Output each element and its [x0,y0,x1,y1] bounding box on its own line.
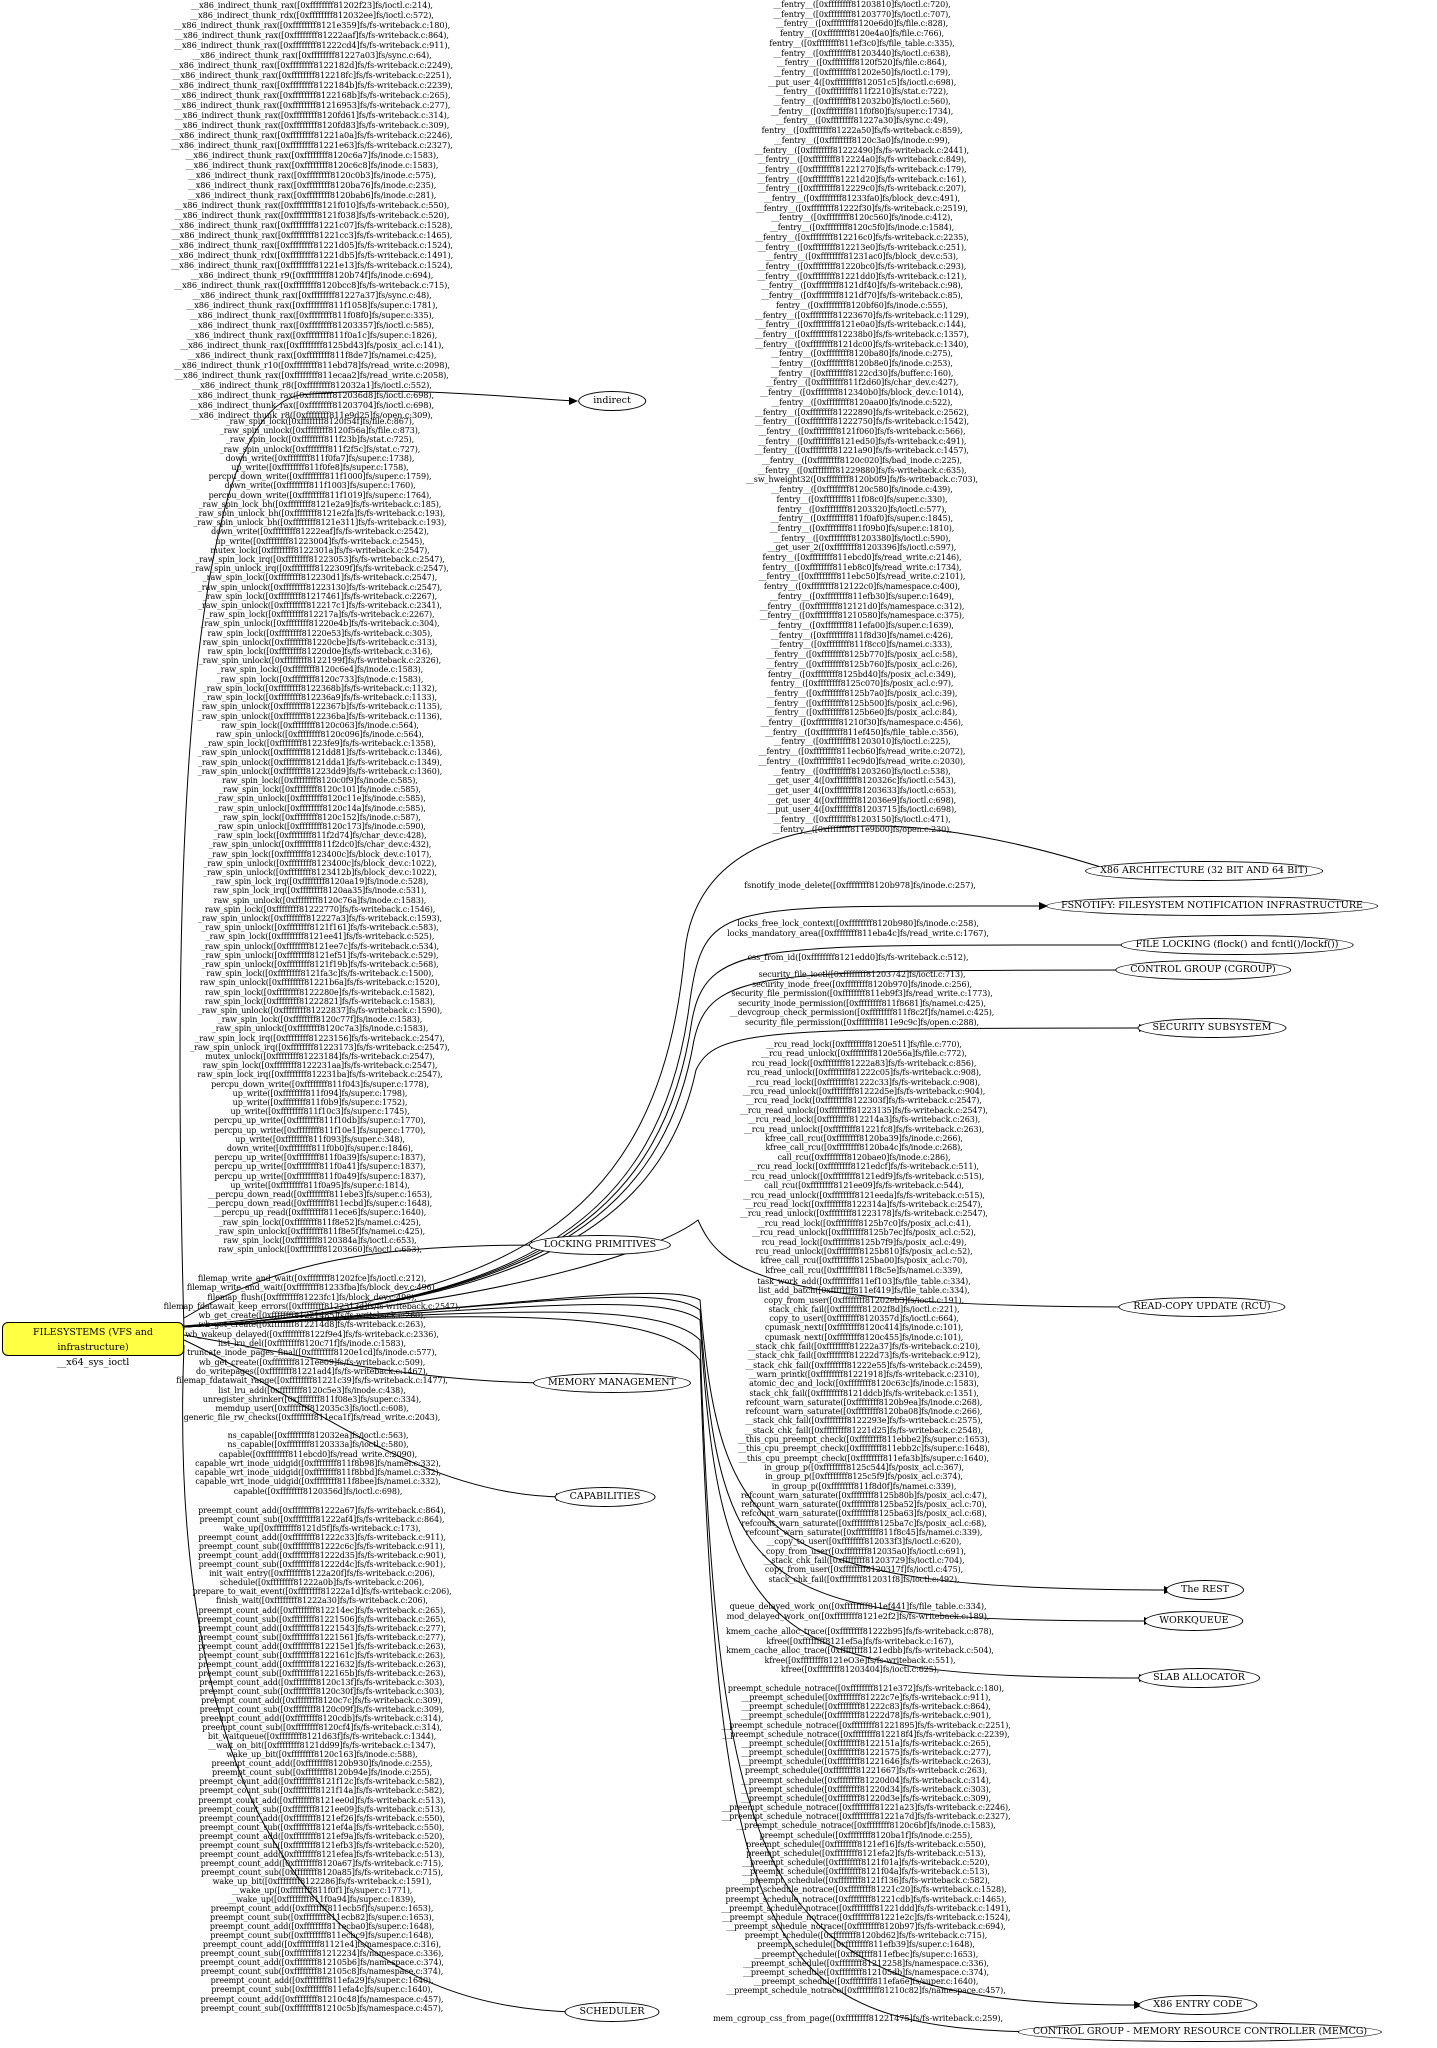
edge-x86-arch [183,825,1111,1327]
node-cgroup[interactable]: CONTROL GROUP (CGROUP) [1115,960,1291,980]
root-function-label: __x64_sys_ioctl [56,1357,130,1368]
edge-label-rest: task_work_add([0xffffffff811ef103]fs/fil… [738,1277,990,1584]
edge-label-x86-arch: __fentry__([0xffffffff81203810]fs/ioctl.… [746,0,978,834]
edge-cgroup [183,969,1141,1328]
node-capabilities[interactable]: CAPABILITIES [554,1487,656,1507]
node-security-subsystem[interactable]: SECURITY SUBSYSTEM [1137,1018,1287,1038]
arrow-fsnotify [1039,902,1048,910]
edge-label-memcg: mem_cgroup_css_from_page([0xffffffff8122… [713,2013,1003,2023]
node-indirect[interactable]: indirect [578,391,646,411]
root-subsystem-label: FILESYSTEMS (VFS and infrastructure) [33,1327,153,1353]
edge-slab [183,1304,1146,1679]
edge-label-slab: kmem_cache_alloc_trace([0xffffffff81222b… [726,1627,994,1674]
arrow-indirect [569,397,578,405]
edge-label-memory: filemap_write_and_wait([0xffffffff81202f… [163,1274,461,1423]
node-locking-primitives[interactable]: LOCKING PRIMITIVES [528,1235,672,1255]
edge-label-security: security_file_ioctl([0xffffffff81203742]… [729,970,995,1027]
node-x86-architecture[interactable]: X86 ARCHITECTURE (32 BIT AND 64 BIT) [1085,861,1323,881]
node-file-locking[interactable]: FILE LOCKING (flock() and fcntl()/lockf(… [1120,935,1354,955]
edge-x86-entry [183,1311,1141,2006]
edge-label-cgroup: css_from_id([0xffffffff8121edd0]fs/fs-wr… [747,952,969,962]
node-scheduler[interactable]: SCHEDULER [564,2002,660,2022]
edge-locking [183,1244,541,1319]
edge-memcg [183,1316,1056,2033]
edge-memory [183,1334,556,1384]
edge-scheduler [182,1344,576,2013]
edge-label-workqueue: queue_delayed_work_on([0xffffffff811ef44… [726,1601,990,1621]
edge-workqueue [183,1296,1151,1622]
edge-label-x86-entry: preempt_schedule_notrace([0xffffffff8121… [721,1684,1011,1996]
edge-label-indirect: __x86_indirect_thunk_rax([0xffffffff8120… [170,0,454,420]
edge-label-locking: _raw_spin_lock([0xffffffff8120f54f]fs/fi… [190,417,450,1255]
edge-label-file-locking: locks_free_lock_context([0xffffffff8120b… [727,918,989,938]
edge-security [183,1027,1146,1328]
node-workqueue[interactable]: WORKQUEUE [1144,1611,1244,1631]
edge-label-scheduler: preempt_count_add([0xffffffff81222a67]fs… [192,1506,452,2013]
edge-capabilities [183,1339,566,1498]
node-memcg[interactable]: CONTROL GROUP - MEMORY RESOURCE CONTROLL… [1017,2022,1383,2042]
edge-label-capabilities: ns_capable([0xffffffff812032ea]fs/ioctl.… [195,1431,441,1496]
edge-file-locking [183,944,1141,1328]
edge-label-fsnotify: fsnotify_inode_delete([0xffffffff8120b97… [744,880,976,890]
edge-rcu [183,1219,1141,1328]
root-node[interactable]: FILESYSTEMS (VFS and infrastructure) __x… [2,1322,184,1368]
node-fsnotify[interactable]: FSNOTIFY: FILESYSTEM NOTIFICATION INFRAS… [1046,896,1378,916]
edge-label-rcu: __rcu_read_lock([0xffffffff8120e511]fs/f… [740,1040,988,1275]
edge-indirect [179,390,576,1331]
node-the-rest[interactable]: The REST [1165,1580,1245,1600]
node-x86-entry-code[interactable]: X86 ENTRY CODE [1138,1995,1258,2015]
node-rcu[interactable]: READ-COPY UPDATE (RCU) [1118,1297,1286,1317]
node-slab-allocator[interactable]: SLAB ALLOCATOR [1138,1668,1260,1688]
node-memory-management[interactable]: MEMORY MANAGEMENT [533,1373,691,1393]
